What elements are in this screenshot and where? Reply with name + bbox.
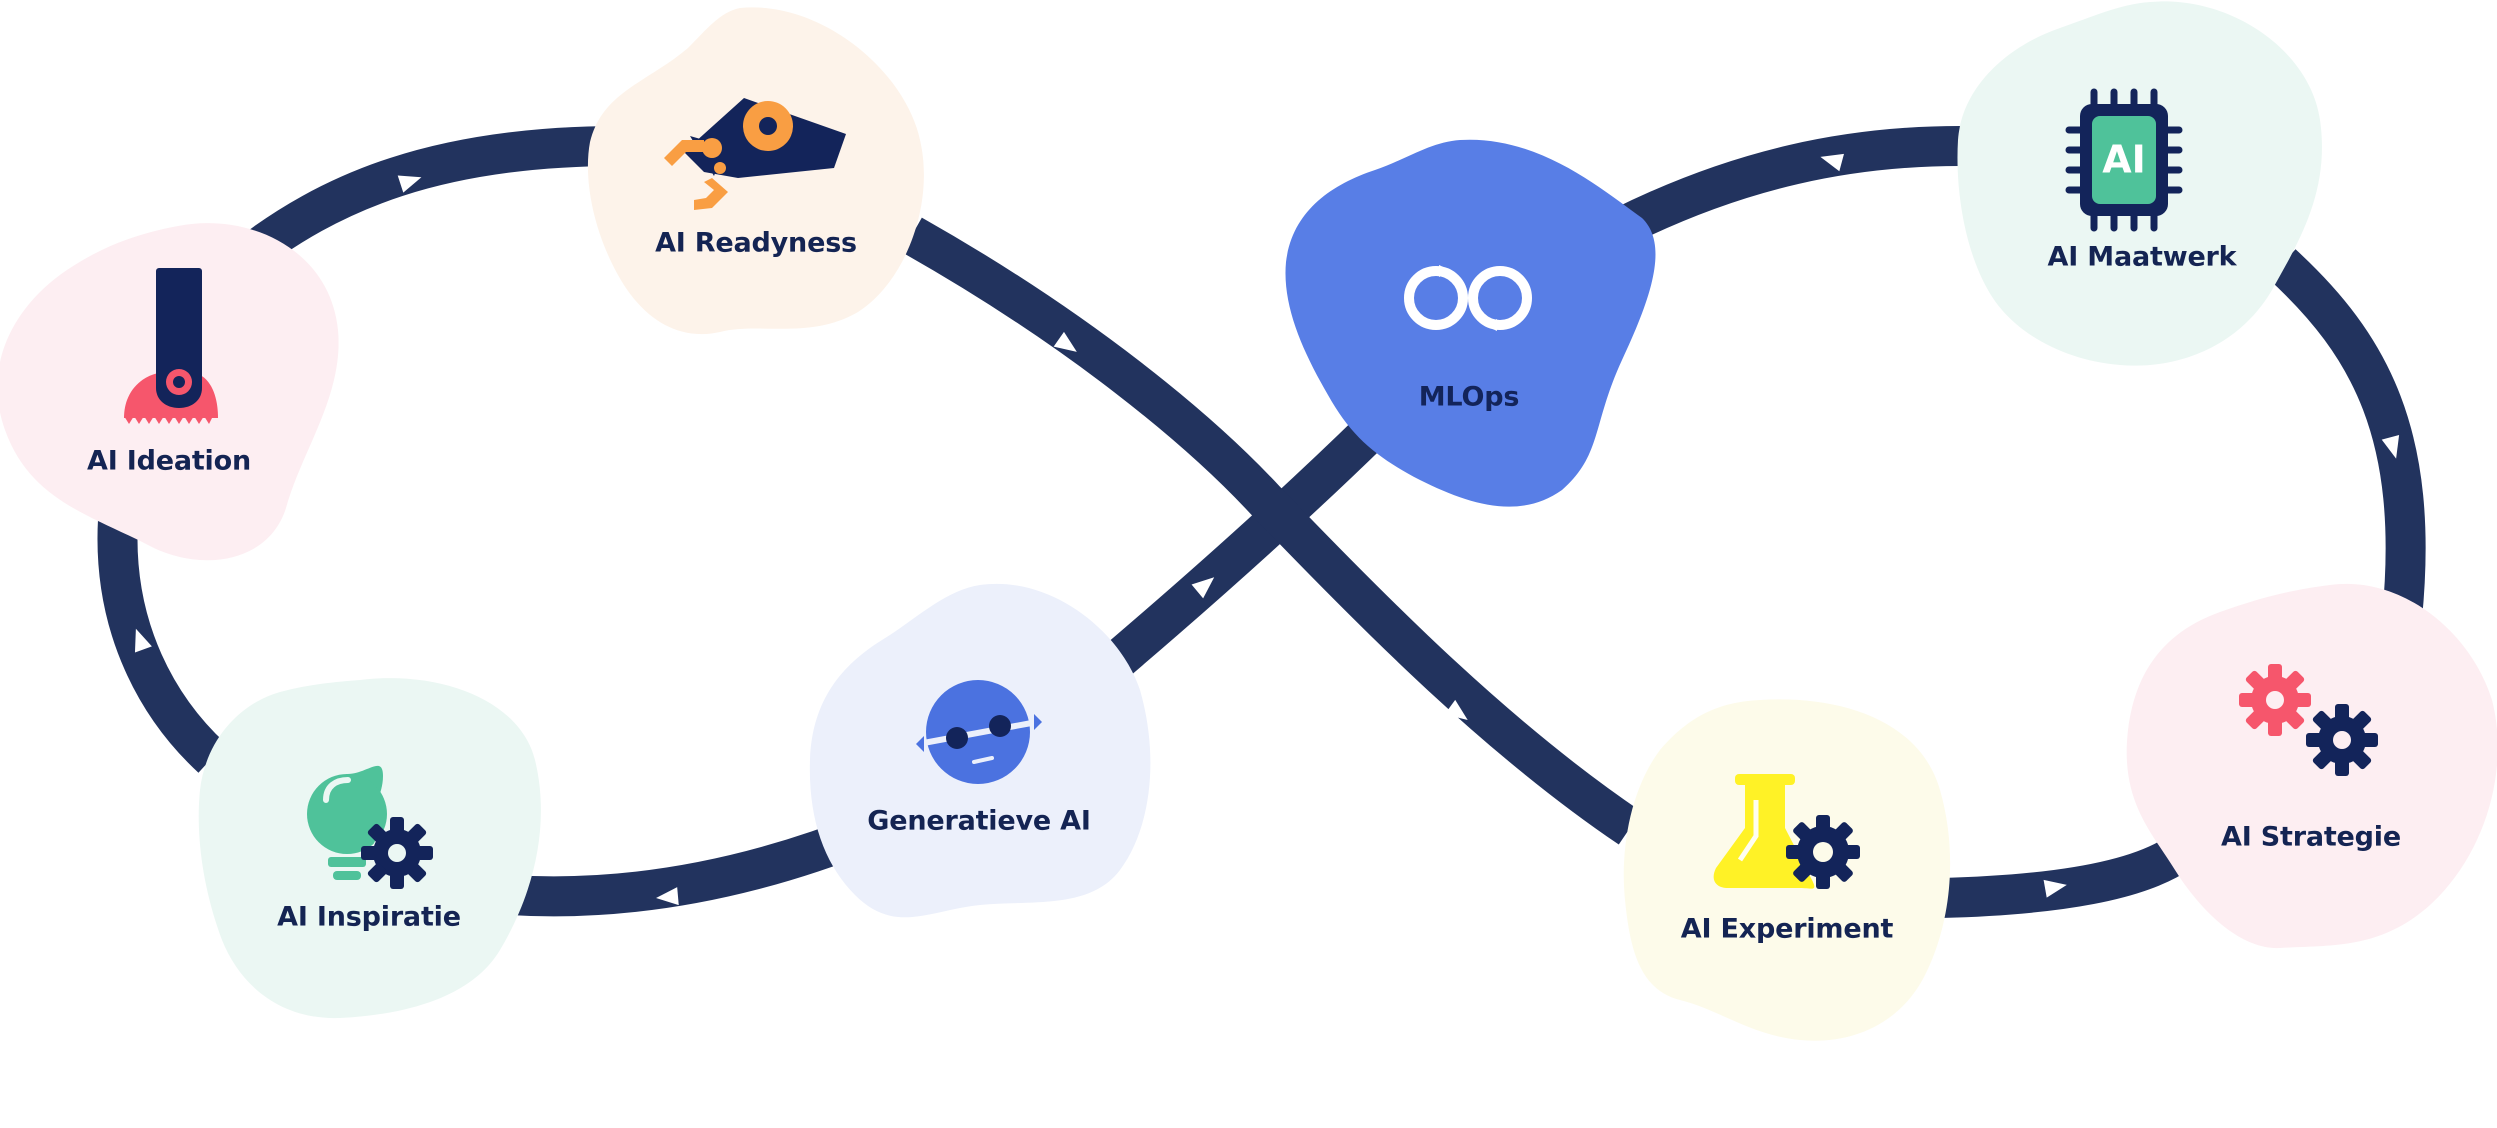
- node-generatieve-ai[interactable]: Generatieve AI: [809, 583, 1151, 918]
- track-right-outer: [2268, 249, 2426, 620]
- blob: [1285, 139, 1656, 507]
- robot-mop-icon: [124, 268, 218, 424]
- blob: [2126, 583, 2497, 949]
- arrow-marker: [1053, 331, 1077, 352]
- arrow-marker: [397, 175, 422, 193]
- node-label: AI Ideation: [87, 446, 251, 477]
- node-label: AI Maatwerk: [2048, 242, 2238, 273]
- track-center-up: [1105, 415, 1386, 676]
- arrow-marker: [1820, 153, 1844, 172]
- node-ai-ideation[interactable]: AI Ideation: [0, 223, 339, 561]
- svg-text:AI: AI: [2102, 138, 2146, 182]
- track-right-top: [1611, 126, 1961, 246]
- arrow-marker: [2381, 435, 2400, 459]
- node-label: AI Inspiratie: [277, 902, 461, 933]
- flask-gear-icon: [1713, 774, 1860, 889]
- node-ai-maatwerk[interactable]: AI AI Maatwerk: [1957, 1, 2322, 366]
- node-ai-experiment[interactable]: AI Experiment: [1623, 699, 1951, 1041]
- node-label: AI Experiment: [1681, 914, 1894, 945]
- arrow-marker: [656, 887, 679, 906]
- track-center-down: [902, 217, 1642, 845]
- node-label: MLOps: [1419, 382, 1519, 413]
- robot-arm-icon: [664, 98, 846, 210]
- infinity-track: [97, 126, 2426, 918]
- node-ai-inspiratie[interactable]: AI Inspiratie: [198, 678, 541, 1019]
- arrow-marker: [134, 628, 152, 653]
- node-label: AI Readyness: [655, 228, 857, 259]
- arrow-marker: [2043, 879, 2067, 898]
- direction-arrows: [134, 153, 2400, 906]
- node-ai-strategie[interactable]: AI Strategie: [2126, 583, 2497, 949]
- node-ai-readyness[interactable]: AI Readyness: [587, 7, 924, 335]
- robot-face-icon: [916, 680, 1042, 784]
- arrow-marker: [1444, 699, 1468, 721]
- lightbulb-gear-icon: [307, 765, 433, 889]
- arrow-marker: [1191, 577, 1215, 599]
- track-left-outer: [97, 518, 226, 773]
- gears-icon: [2239, 664, 2378, 776]
- track-right-bottom: [1939, 835, 2192, 918]
- node-label: Generatieve AI: [867, 806, 1090, 837]
- ai-chip-icon: AI: [2065, 88, 2183, 232]
- track-left-bottom: [508, 813, 876, 917]
- track-left-top: [227, 126, 621, 278]
- node-label: AI Strategie: [2221, 822, 2401, 853]
- node-mlops[interactable]: MLOps: [1285, 139, 1656, 507]
- infinity-loop-icon: [1404, 265, 1532, 331]
